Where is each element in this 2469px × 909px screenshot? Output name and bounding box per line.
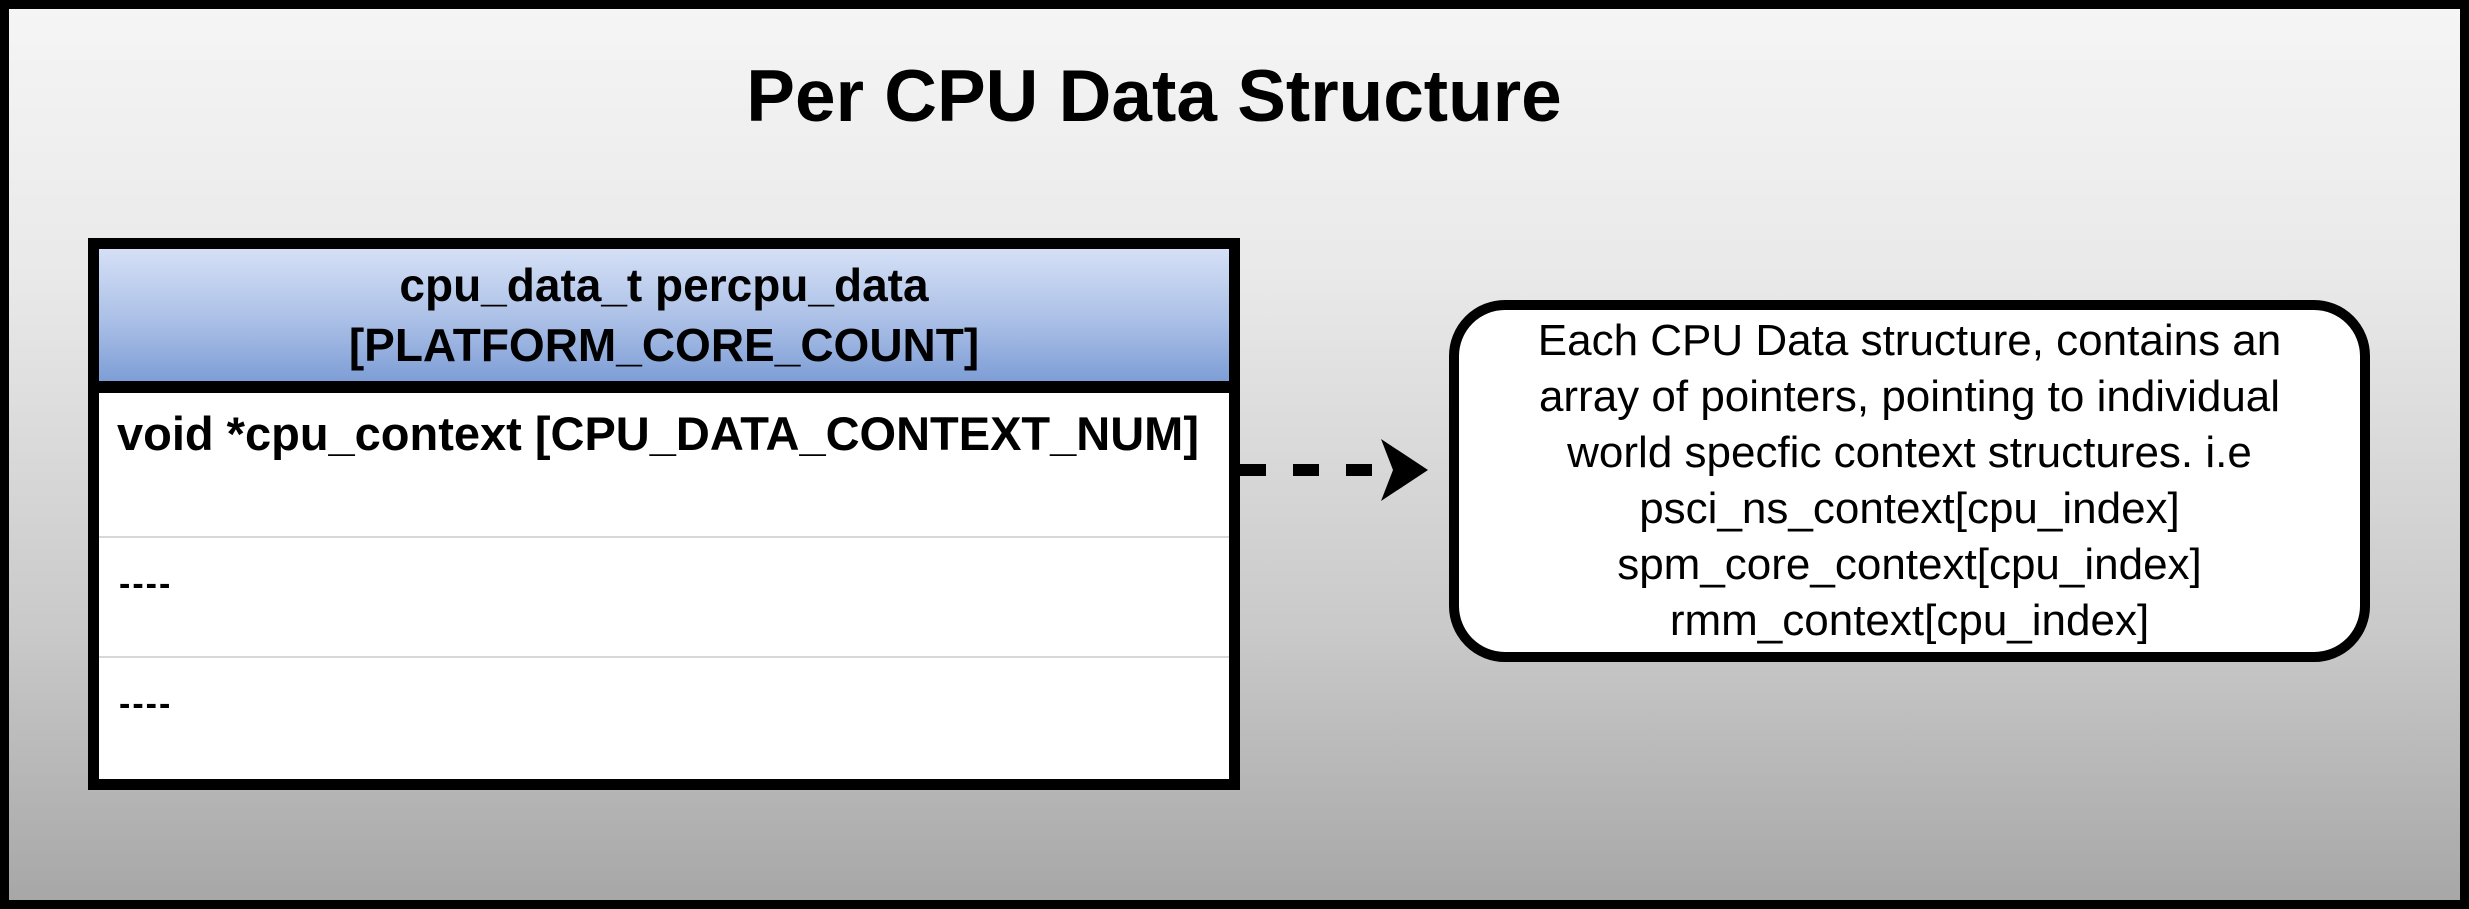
callout-line: rmm_context[cpu_index] (1669, 596, 2150, 645)
dashed-arrow-icon (1240, 425, 1460, 515)
table-header-line2: [PLATFORM_CORE_COUNT] (348, 319, 980, 371)
per-cpu-data-table: cpu_data_t percpu_data [PLATFORM_CORE_CO… (88, 238, 1240, 790)
callout-line: array of pointers, pointing to individua… (1538, 372, 2281, 421)
table-row-cpu-context: void *cpu_context [CPU_DATA_CONTEXT_NUM] (99, 393, 1229, 538)
callout-box: Each CPU Data structure, contains an arr… (1449, 300, 2370, 662)
callout-line: world specfic context structures. i.e (1567, 428, 2252, 477)
callout-line: spm_core_context[cpu_index] (1617, 540, 2202, 589)
table-row-placeholder-1: ---- (99, 538, 1229, 658)
table-header: cpu_data_t percpu_data [PLATFORM_CORE_CO… (99, 249, 1229, 393)
diagram-title: Per CPU Data Structure (746, 56, 1562, 137)
table-header-line1: cpu_data_t percpu_data (399, 259, 929, 311)
callout-line: psci_ns_context[cpu_index] (1639, 484, 2180, 533)
table-row-placeholder-2: ---- (99, 658, 1229, 774)
callout-line: Each CPU Data structure, contains an (1537, 316, 2282, 365)
